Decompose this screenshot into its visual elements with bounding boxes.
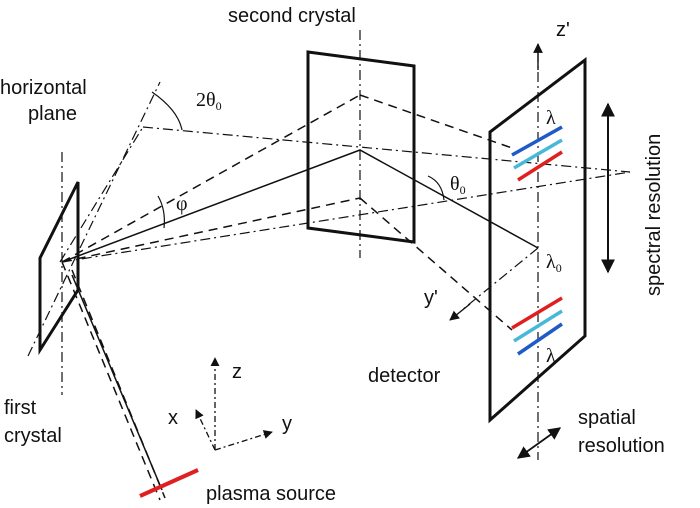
second-crystal-label: second crystal [228, 5, 356, 27]
first-crystal-label-1: first [4, 397, 37, 419]
lambda-top-symbol: λ [546, 107, 556, 129]
spatial-resolution-label-2: resolution [578, 435, 665, 457]
plasma-source-bar [139, 468, 199, 498]
angle-arc-theta [427, 175, 445, 201]
spectral-resolution-label: spectral resolution [643, 134, 665, 296]
angle-arc-two-theta [151, 91, 183, 131]
second-crystal-shape [306, 50, 416, 244]
y-prime-arrow [449, 303, 471, 321]
lambda-bottom-symbol: λ [546, 345, 556, 367]
theta-symbol: θ0 [450, 173, 466, 197]
lambda-zero-symbol: λ0 [546, 251, 562, 275]
spectral-line-blue-top [511, 125, 563, 157]
spectral-line-cyan-bottom [513, 309, 563, 343]
phi-symbol: φ [176, 193, 188, 215]
spectral-line-red-top [517, 150, 563, 182]
spatial-resolution-arrow [516, 427, 562, 459]
first-crystal-label-2: crystal [4, 425, 62, 447]
central-ray [61, 149, 539, 491]
two-theta-symbol: 2θ0 [196, 89, 222, 113]
z-prime-label: z' [556, 19, 570, 41]
spatial-resolution-label-1: spatial [578, 407, 636, 429]
angle-arc-phi [157, 195, 165, 229]
horizontal-plane-lines [27, 30, 631, 395]
plasma-source-label: plasma source [206, 483, 336, 505]
spectral-line-red-bottom [511, 296, 563, 330]
detector-label: detector [368, 365, 441, 387]
x-axis-label: x [168, 407, 178, 429]
first-crystal-shape [38, 181, 80, 356]
horizontal-plane-label-2: plane [28, 103, 77, 125]
z-axis-label: z [232, 361, 242, 383]
y-prime-label: y' [424, 287, 438, 309]
horizontal-plane-label-1: horizontal [0, 77, 87, 99]
y-axis-label: y [282, 413, 292, 435]
spectral-line-cyan-top [513, 138, 563, 170]
coordinate-axes [195, 357, 273, 451]
detector-axes [461, 52, 539, 460]
spectral-line-blue-bottom [517, 322, 563, 356]
dashed-rays [61, 94, 513, 501]
detector-plate [488, 56, 587, 424]
